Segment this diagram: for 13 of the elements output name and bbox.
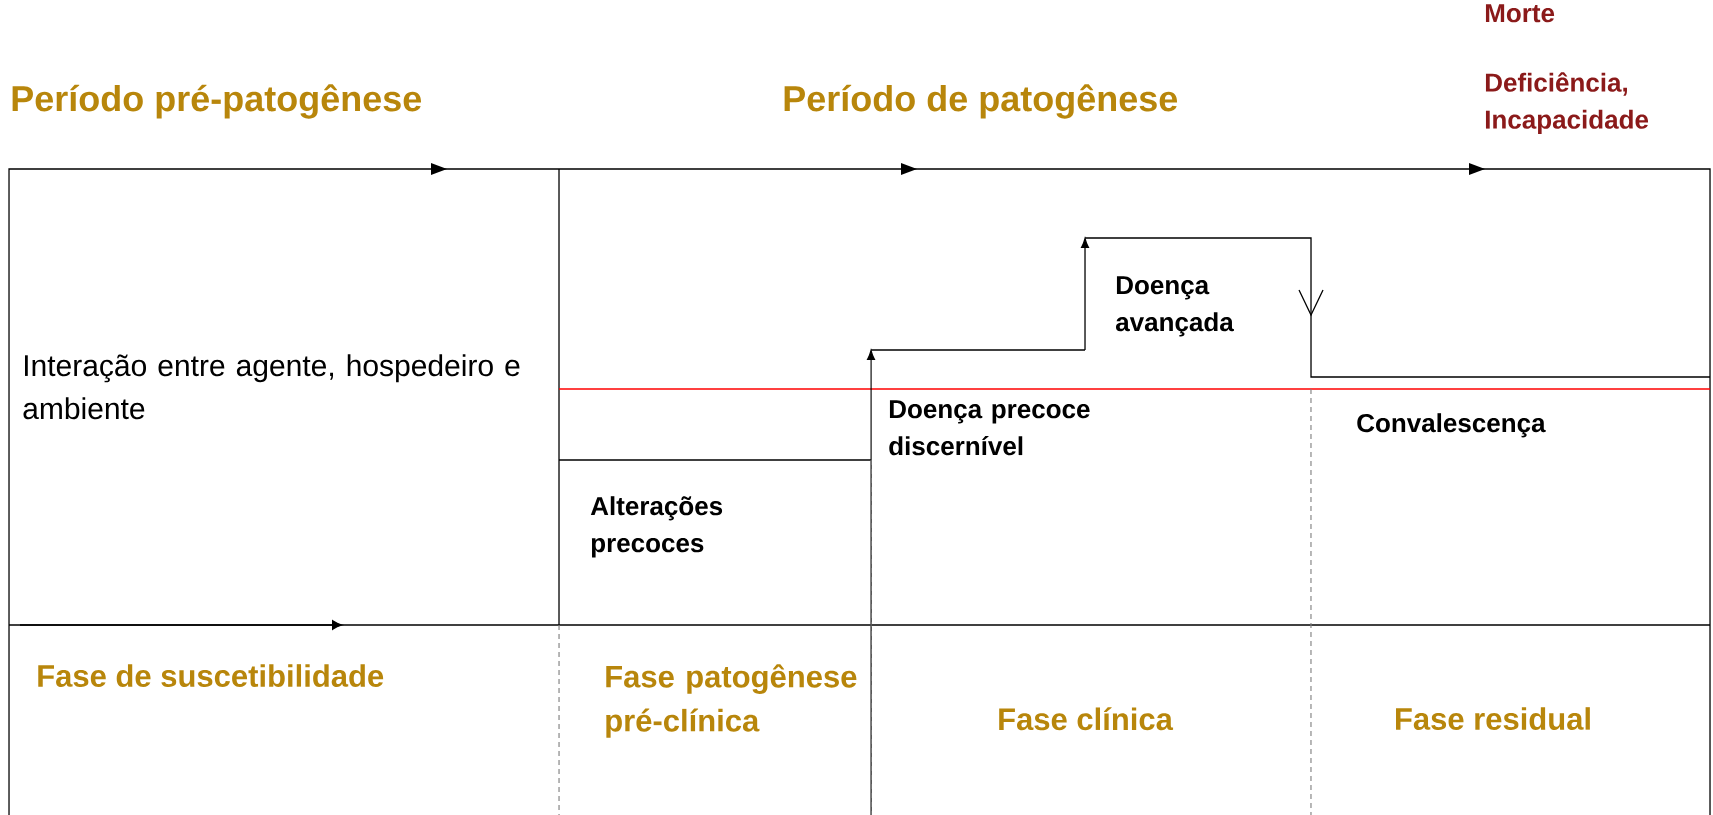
outcome-label: Morte — [1485, 4, 1555, 23]
interaction-text: Interação entre agente, hospedeiro e ambiente — [23, 354, 520, 420]
period-heading: Período pré-patogênese — [12, 84, 422, 119]
stage-label: Convalescença — [1357, 413, 1546, 438]
stage-label: Doença precoce discernível — [889, 400, 1090, 456]
stage-label: Doença avançada — [1116, 276, 1234, 337]
period-heading: Período de patogênese — [784, 84, 1178, 119]
stage-label: Alterações precoces — [590, 496, 723, 558]
phase-label: Fase residual — [1396, 707, 1590, 730]
phase-label: Fase patogênese pré-clínica — [606, 664, 857, 738]
outcome-label: Deficiência, Incapacidade — [1485, 72, 1649, 134]
phase-label: Fase clínica — [999, 707, 1174, 731]
phase-label: Fase de suscetibilidade — [38, 664, 384, 687]
